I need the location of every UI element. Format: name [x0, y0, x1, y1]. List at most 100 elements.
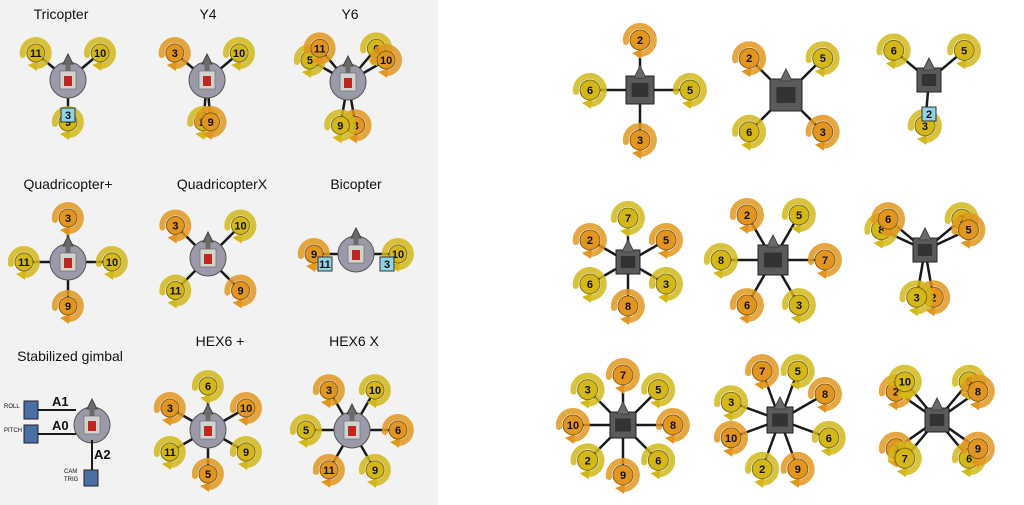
motor-rotor: 6	[729, 288, 764, 325]
rotation-arrow	[780, 451, 815, 486]
rotation-arrow	[572, 267, 607, 301]
rotation-arrow	[610, 289, 645, 323]
motor-rotor: 3	[153, 392, 186, 426]
motor-disc	[201, 112, 221, 132]
rotation-arrow	[159, 274, 192, 307]
motor-number: 10	[567, 420, 579, 432]
motor-number: 6	[891, 45, 897, 57]
controller-chip	[352, 250, 360, 260]
rotation-arrow	[289, 414, 322, 446]
arrow-head	[908, 306, 919, 317]
forward-arrow-shaft	[65, 63, 71, 71]
motor-number: 6	[587, 279, 593, 291]
motor-rotor: 9	[324, 109, 357, 144]
motor-number: 6	[746, 127, 752, 139]
arrow-head	[202, 129, 213, 140]
motor-disc	[655, 273, 677, 295]
motor-number: 11	[164, 447, 176, 459]
motor-number: 3	[663, 279, 669, 291]
motor-disc	[953, 39, 975, 61]
motor-disc	[296, 420, 316, 440]
forward-arrow	[201, 52, 213, 65]
motor-number: 5	[655, 385, 661, 397]
motor-rotor: 10	[223, 37, 255, 72]
motor-number: 9	[620, 470, 626, 482]
rotation-arrow	[807, 377, 842, 411]
motor-disc	[14, 252, 34, 272]
motor-rotor: 8	[655, 408, 690, 444]
motor-number: 2	[744, 210, 750, 222]
motor-disc	[579, 273, 601, 295]
forward-arrow	[346, 402, 358, 415]
motor-number: 5	[795, 366, 801, 378]
motor-rotor: 3	[158, 37, 191, 72]
rotation-arrow	[649, 223, 683, 257]
motor-rotor: 3	[51, 202, 84, 236]
motor-rotor: 5	[780, 354, 815, 391]
frame-title-stabilized-gimbal: Stabilized gimbal	[17, 348, 123, 364]
motor-number: 11	[314, 43, 326, 55]
arrow-head	[200, 394, 210, 404]
motor-disc	[236, 442, 256, 462]
motor-rotor: 6	[381, 414, 414, 448]
motor-rotor: 6	[871, 202, 906, 239]
rotation-arrow	[223, 37, 255, 70]
motor-number: 9	[337, 120, 343, 132]
rotation-arrow	[312, 453, 345, 486]
motor-rotor: 6	[572, 73, 607, 109]
motor-number: 8	[822, 389, 828, 401]
rotation-arrow	[369, 44, 402, 76]
motor-disc	[617, 207, 639, 229]
arrow-head	[896, 467, 907, 478]
arrow-head	[620, 227, 630, 237]
motor-disc	[58, 208, 78, 228]
motor-disc	[787, 360, 809, 382]
motor-number: 6	[826, 433, 832, 445]
motor-number: 11	[323, 465, 335, 477]
motor-disc	[90, 43, 110, 63]
motor-disc	[877, 208, 899, 230]
frame-title-y6: Y6	[341, 6, 359, 22]
motor-rotor: 11	[159, 274, 192, 309]
motor-number: 11	[170, 286, 182, 298]
forward-arrow	[342, 54, 354, 67]
motor-number: 3	[65, 213, 71, 225]
forward-arrow-shaft	[65, 245, 71, 253]
arrow-head	[969, 400, 980, 411]
servo: 11	[317, 256, 333, 272]
servo-number: 2	[926, 109, 932, 121]
forward-arrow	[616, 400, 630, 415]
arrow-head	[969, 457, 980, 468]
motor-disc	[958, 219, 980, 241]
motor-rotor: 2	[570, 443, 605, 480]
board-chip	[615, 418, 631, 432]
arrow-head	[367, 398, 377, 409]
motor-number: 2	[746, 53, 752, 65]
rotation-arrow	[641, 372, 676, 407]
arrow-head	[880, 228, 891, 239]
motor-number: 5	[961, 45, 967, 57]
rotation-arrow	[672, 73, 707, 107]
frame-title-bicopter: Bicopter	[330, 176, 382, 192]
arrow-head	[814, 140, 825, 151]
forward-arrow	[202, 230, 214, 243]
arrow-head	[16, 270, 26, 280]
motor-rotor: 8	[960, 374, 995, 411]
forward-arrow	[773, 395, 787, 410]
motor-rotor: 10	[84, 37, 116, 72]
rotation-arrow	[641, 443, 676, 478]
motor-number: 7	[759, 366, 765, 378]
motor-rotor: 6	[641, 443, 676, 480]
frame-title-hex6-x: HEX6 X	[329, 333, 379, 349]
frame-title-tricopter: Tricopter	[33, 6, 89, 22]
arrow-head	[301, 68, 312, 78]
motor-number: 10	[899, 377, 911, 389]
motor-number: 6	[205, 381, 211, 393]
motor-rotor: 10	[369, 44, 402, 78]
arrow-head	[789, 380, 800, 391]
motor-disc	[647, 379, 669, 401]
motor-disc	[647, 449, 669, 471]
motor-rotor: 3	[781, 288, 816, 325]
motor-rotor: 5	[947, 33, 982, 70]
